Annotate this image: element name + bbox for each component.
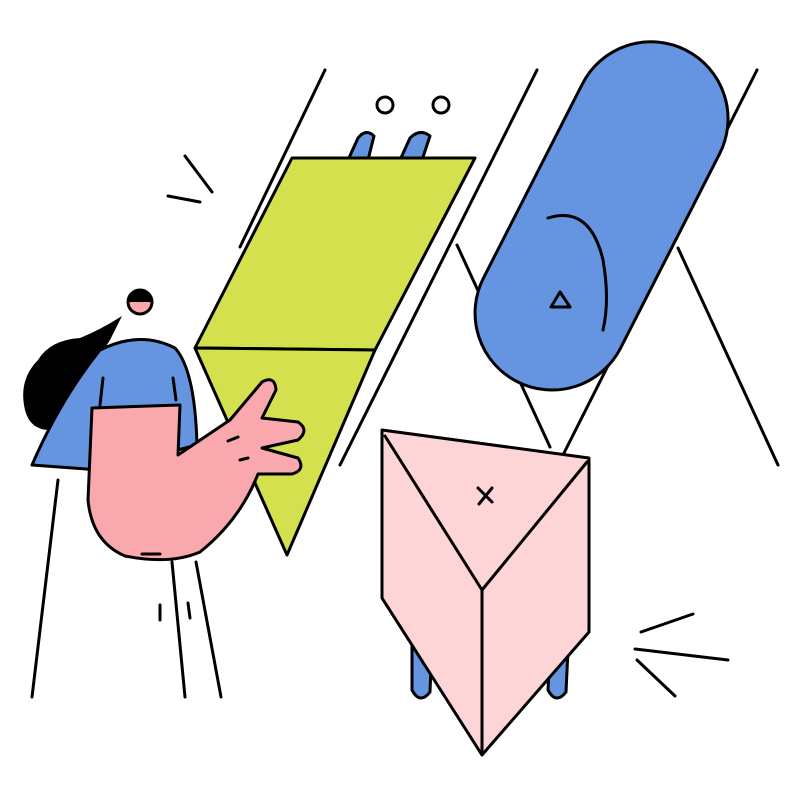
person-figure	[23, 288, 306, 699]
arm-hand-shape	[86, 378, 306, 562]
pink-prism-shape	[380, 428, 591, 757]
lime-parallelogram-shape	[193, 156, 477, 557]
circle-icon	[375, 95, 395, 115]
finger-shape	[346, 131, 376, 162]
circle-icon	[431, 95, 451, 115]
hair-shape	[23, 316, 123, 430]
blue-capsule-shape	[473, 40, 730, 392]
triangle-icon	[549, 290, 572, 309]
legs-lines	[30, 478, 223, 699]
capsule-arc	[546, 214, 608, 332]
motion-lines-top-left	[166, 154, 214, 204]
finger-shape	[398, 131, 432, 162]
motion-lines-bottom-right	[633, 612, 730, 698]
